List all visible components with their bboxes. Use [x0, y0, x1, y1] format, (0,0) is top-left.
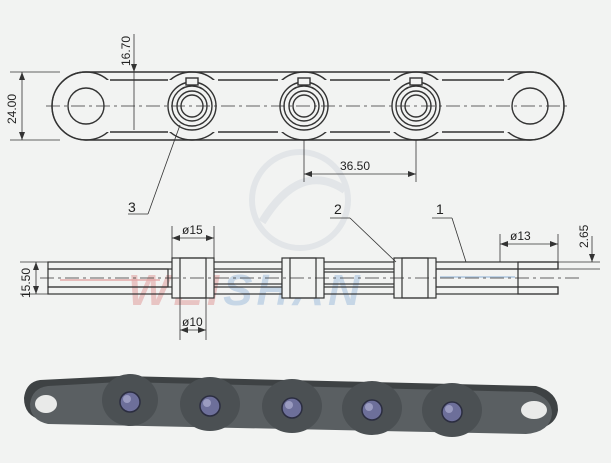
- watermark-logo-ring: [249, 149, 351, 251]
- top-view: [10, 34, 570, 215]
- section-view: [20, 217, 600, 340]
- watermark: WEISHAN: [128, 149, 364, 315]
- leader-3: [147, 124, 181, 215]
- section-arrows: [33, 235, 595, 333]
- dim-hole-text: ø13: [510, 229, 531, 243]
- leader-1: [451, 217, 467, 263]
- dim-thickness-text: 2.65: [577, 224, 591, 248]
- fork-end-bottom: [517, 286, 559, 295]
- leader-2: [349, 217, 397, 263]
- render-end-hole-left: [35, 395, 57, 413]
- watermark-text: WEISHAN: [128, 266, 364, 315]
- callout-3: 3: [128, 199, 136, 215]
- callout-1: 1: [436, 201, 444, 217]
- dim-half-height-text: 16.70: [119, 36, 133, 66]
- dim-width-text: 15.50: [19, 268, 33, 298]
- render-end-hole-right: [521, 401, 547, 419]
- dim-pitch-text: 36.50: [340, 159, 370, 173]
- pin-section-1: [179, 257, 207, 299]
- dim-bushing-text: ø15: [182, 223, 203, 237]
- top-arrows: [19, 64, 416, 177]
- chain-render: [24, 374, 558, 437]
- dim-height-text: 24.00: [5, 94, 19, 124]
- callout-2: 2: [334, 201, 342, 217]
- dim-pin-text: ø10: [182, 315, 203, 329]
- fork-end-top: [517, 261, 559, 270]
- watermark-logo-swoosh: [258, 176, 348, 225]
- render-pin-caps: [123, 395, 453, 413]
